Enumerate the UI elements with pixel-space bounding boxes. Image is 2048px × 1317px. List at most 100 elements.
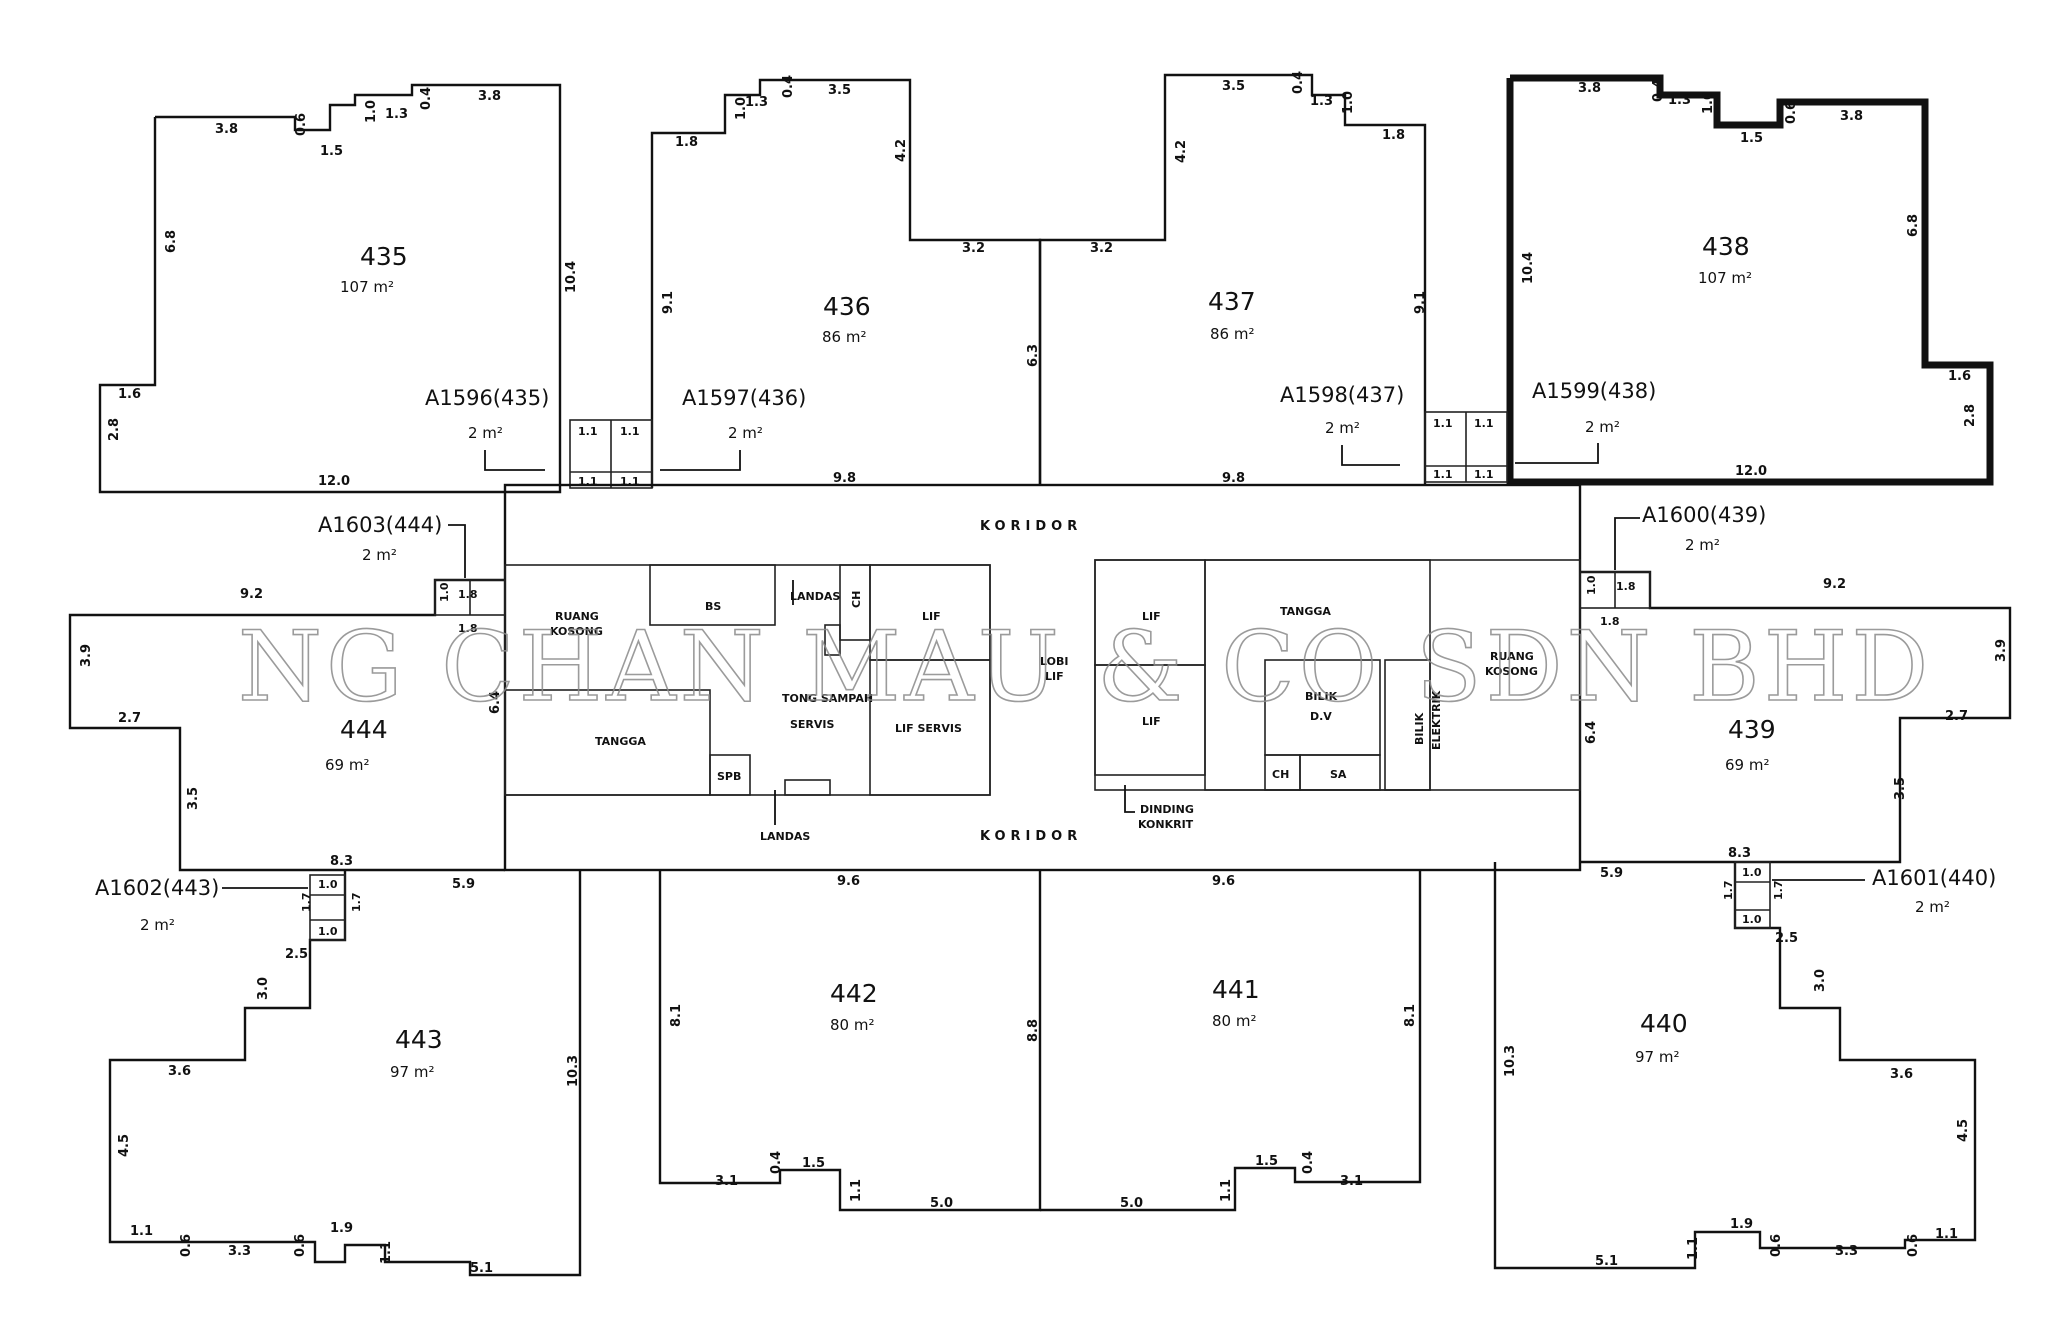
svg-text:1.1: 1.1: [1474, 417, 1494, 430]
dims-439: 9.2 3.9 2.7 3.5 6.4 8.3 1.8 1.0 1.8: [1584, 575, 2009, 861]
svg-text:1.9: 1.9: [1730, 1217, 1753, 1232]
svg-text:6.4: 6.4: [1584, 721, 1599, 744]
svg-text:1.0: 1.0: [1742, 913, 1762, 926]
svg-text:2.5: 2.5: [285, 947, 308, 962]
svg-text:CH: CH: [1272, 768, 1289, 781]
svg-text:1.8: 1.8: [458, 622, 478, 635]
svg-text:1.7: 1.7: [300, 893, 313, 913]
unit-number-437: 437: [1208, 287, 1256, 316]
lot-a1600[interactable]: A1600(439) 2 m²: [1614, 503, 1766, 570]
svg-text:1.1: 1.1: [849, 1179, 864, 1202]
svg-text:1.7: 1.7: [350, 893, 363, 913]
unit-439[interactable]: 439 69 m²: [1579, 570, 2012, 864]
svg-text:1.8: 1.8: [1616, 580, 1636, 593]
svg-text:5.9: 5.9: [452, 877, 475, 892]
svg-text:2.7: 2.7: [118, 711, 141, 726]
svg-text:4.2: 4.2: [1174, 140, 1189, 163]
svg-text:RUANG: RUANG: [1490, 650, 1534, 663]
unit-number-444: 444: [340, 715, 388, 744]
svg-text:3.8: 3.8: [215, 122, 238, 137]
duct-left-top: 1.1 1.1 1.1 1.1: [569, 419, 653, 489]
svg-text:2 m²: 2 m²: [1325, 419, 1360, 437]
unit-area-435: 107 m²: [340, 278, 394, 296]
lot-a1598[interactable]: A1598(437) 2 m²: [1280, 383, 1404, 466]
unit-area-443: 97 m²: [390, 1063, 434, 1081]
lot-a1601[interactable]: A1601(440) 2 m²: [1772, 866, 1996, 916]
svg-text:A1597(436): A1597(436): [682, 386, 806, 410]
svg-text:1.1: 1.1: [130, 1224, 153, 1239]
svg-text:CH: CH: [850, 591, 863, 608]
unit-436-outline: [650, 78, 1042, 488]
svg-text:1.8: 1.8: [1382, 128, 1405, 143]
svg-text:3.8: 3.8: [478, 89, 501, 104]
svg-text:1.0: 1.0: [1701, 91, 1716, 114]
unit-442[interactable]: 442 80 m²: [658, 870, 1042, 1212]
svg-text:2 m²: 2 m²: [140, 916, 175, 934]
unit-441[interactable]: 441 80 m²: [1040, 870, 1422, 1212]
svg-text:8.3: 8.3: [330, 854, 353, 869]
unit-number-436: 436: [823, 292, 871, 321]
svg-text:0.4: 0.4: [1301, 1151, 1316, 1174]
svg-text:8.1: 8.1: [1403, 1004, 1418, 1027]
svg-text:LIF: LIF: [1142, 715, 1161, 728]
svg-text:1.0: 1.0: [318, 878, 338, 891]
dims-435: 3.8 1.5 0.6 1.0 1.3 0.4 3.8 6.8 10.4 1.6…: [107, 87, 579, 489]
svg-text:1.3: 1.3: [1668, 93, 1691, 108]
lot-a1596[interactable]: A1596(435) 2 m²: [425, 386, 549, 471]
svg-text:0.4: 0.4: [419, 87, 434, 110]
unit-437-outline: [1038, 73, 1427, 485]
svg-text:3.0: 3.0: [256, 977, 271, 1000]
unit-435-outline: [98, 83, 562, 494]
svg-text:5.1: 5.1: [470, 1261, 493, 1276]
svg-text:1.1: 1.1: [1433, 417, 1453, 430]
svg-text:3.2: 3.2: [1090, 241, 1113, 256]
lot-a1603[interactable]: A1603(444) 2 m²: [318, 513, 466, 578]
svg-text:3.6: 3.6: [168, 1064, 191, 1079]
svg-text:3.3: 3.3: [228, 1244, 251, 1259]
unit-442-outline: [658, 870, 1042, 1212]
svg-text:3.2: 3.2: [962, 241, 985, 256]
lot-a1599[interactable]: A1599(438) 2 m²: [1515, 379, 1656, 464]
svg-text:1.1: 1.1: [1433, 468, 1453, 481]
svg-text:SERVIS: SERVIS: [790, 718, 835, 731]
svg-text:8.8: 8.8: [1026, 1019, 1041, 1042]
svg-text:1.0: 1.0: [1585, 575, 1598, 595]
svg-text:0.6: 0.6: [294, 113, 309, 136]
svg-text:6.4: 6.4: [488, 691, 503, 714]
svg-text:ELEKTRIK: ELEKTRIK: [1430, 690, 1443, 750]
unit-436[interactable]: 436 86 m²: [650, 78, 1042, 488]
svg-text:0.6: 0.6: [1906, 1234, 1921, 1257]
svg-text:0.6: 0.6: [1784, 101, 1799, 124]
svg-text:5.9: 5.9: [1600, 866, 1623, 881]
unit-435[interactable]: 435 107 m²: [98, 83, 562, 494]
unit-444[interactable]: 444 69 m²: [68, 578, 506, 872]
svg-text:9.6: 9.6: [837, 874, 860, 889]
svg-text:A1602(443): A1602(443): [95, 876, 219, 900]
duct-right-top: 1.1 1.1 1.1 1.1: [1424, 411, 1508, 483]
svg-text:9.2: 9.2: [240, 587, 263, 602]
svg-text:5.0: 5.0: [1120, 1196, 1143, 1211]
svg-text:1.3: 1.3: [745, 95, 768, 110]
svg-text:SA: SA: [1330, 768, 1347, 781]
svg-text:1.3: 1.3: [385, 107, 408, 122]
svg-text:KOSONG: KOSONG: [550, 625, 603, 638]
svg-text:9.1: 9.1: [1413, 291, 1428, 314]
svg-text:KONKRIT: KONKRIT: [1138, 818, 1194, 831]
svg-text:LIF: LIF: [1045, 670, 1064, 683]
svg-text:D.V: D.V: [1310, 710, 1332, 723]
dims-436: 1.8 1.0 1.3 0.4 3.5 4.2 3.2 9.1 9.8 6.3: [661, 75, 1041, 486]
unit-number-441: 441: [1212, 975, 1260, 1004]
svg-text:1.1: 1.1: [379, 1241, 394, 1264]
svg-text:0.6: 0.6: [179, 1234, 194, 1257]
unit-438[interactable]: 438 107 m²: [1506, 74, 1994, 486]
unit-443[interactable]: 443 97 m²: [108, 870, 582, 1277]
unit-440[interactable]: 440 97 m²: [1493, 861, 1977, 1270]
svg-text:2 m²: 2 m²: [1585, 418, 1620, 436]
lot-a1597[interactable]: A1597(436) 2 m²: [660, 386, 806, 471]
lot-a1602[interactable]: A1602(443) 2 m²: [95, 876, 308, 934]
svg-text:0.6: 0.6: [293, 1234, 308, 1257]
dims-443: 1.0 1.7 1.7 1.0 5.9 2.5 3.0 3.6 4.5 1.1 …: [117, 877, 581, 1276]
unit-437[interactable]: 437 86 m²: [1038, 73, 1427, 485]
svg-text:1.0: 1.0: [364, 100, 379, 123]
svg-text:8.3: 8.3: [1728, 846, 1751, 861]
